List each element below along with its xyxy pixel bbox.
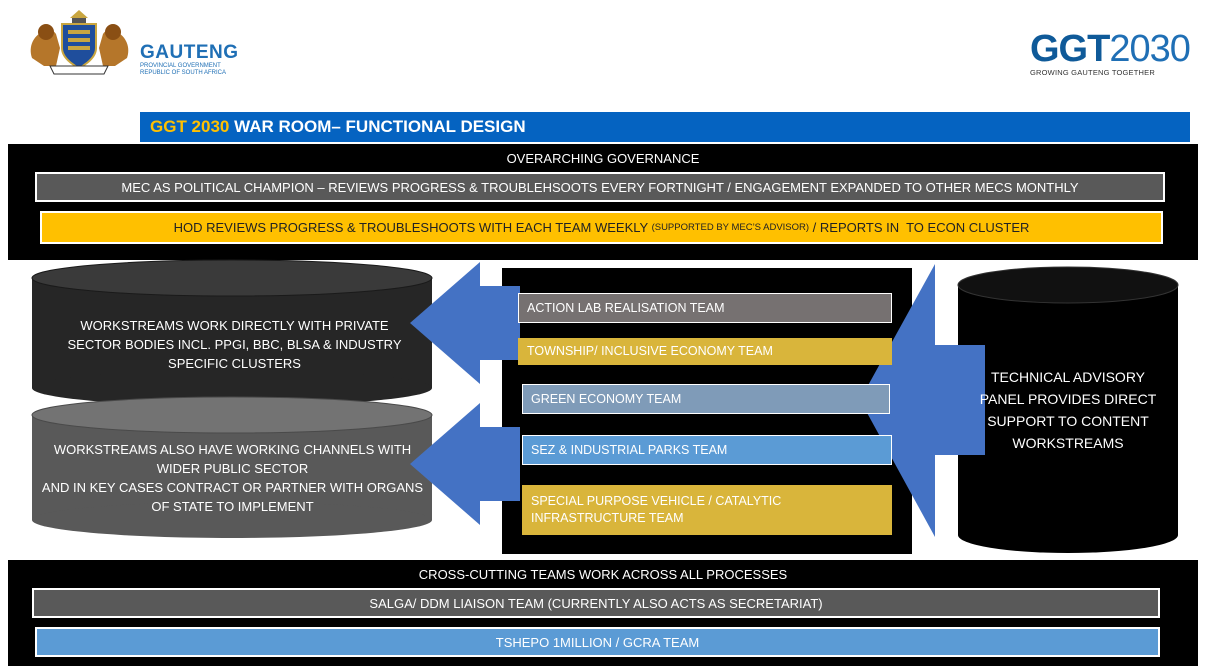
public-sector-cylinder — [31, 396, 433, 538]
brand-tagline: GROWING GAUTENG TOGETHER — [1030, 68, 1155, 77]
title-text: WAR ROOM– FUNCTIONAL DESIGN — [229, 117, 526, 136]
private-sector-text: WORKSTREAMS WORK DIRECTLY WITH PRIVATE S… — [67, 318, 402, 371]
gauteng-logo: GAUTENG PROVINCIAL GOVERNMENT REPUBLIC O… — [22, 8, 272, 78]
mec-champion-bar: MEC AS POLITICAL CHAMPION – REVIEWS PROG… — [35, 172, 1165, 202]
arrow-from-technical-panel — [860, 264, 985, 537]
cross-cutting-heading: CROSS-CUTTING TEAMS WORK ACROSS ALL PROC… — [418, 566, 788, 582]
salga-team-bar: SALGA/ DDM LIAISON TEAM (CURRENTLY ALSO … — [32, 588, 1160, 618]
team-green-economy: GREEN ECONOMY TEAM — [522, 384, 890, 414]
team-action-lab: ACTION LAB REALISATION TEAM — [518, 293, 892, 323]
org-subtitle-1: PROVINCIAL GOVERNMENT — [140, 63, 221, 69]
brand-main: GGT — [1030, 28, 1110, 70]
brand-year: 2030 — [1109, 28, 1191, 70]
title-prefix: GGT 2030 — [150, 117, 230, 136]
public-sector-text-1: WORKSTREAMS ALSO HAVE WORKING CHANNELS W… — [53, 442, 412, 476]
team-spv: SPECIAL PURPOSE VEHICLE / CATALYTIC INFR… — [522, 485, 892, 535]
governance-heading: OVERARCHING GOVERNANCE — [506, 150, 700, 166]
arrow-to-public-sector — [410, 403, 520, 525]
title-bar: GGT 2030 WAR ROOM– FUNCTIONAL DESIGN — [140, 112, 1190, 142]
hod-text-1: HOD REVIEWS PROGRESS & TROUBLESHOOTS WIT… — [173, 220, 652, 235]
technical-panel-text: TECHNICAL ADVISORY PANEL PROVIDES DIRECT… — [979, 369, 1157, 451]
team-township: TOWNSHIP/ INCLUSIVE ECONOMY TEAM — [518, 338, 892, 365]
team-sez: SEZ & INDUSTRIAL PARKS TEAM — [522, 435, 892, 465]
hod-text-small: (SUPPORTED BY MEC’S ADVISOR) — [651, 222, 810, 233]
public-sector-text: WORKSTREAMS ALSO HAVE WORKING CHANNELS W… — [40, 440, 425, 516]
technical-panel-cylinder — [957, 266, 1179, 553]
arrow-to-private-sector — [410, 262, 520, 384]
org-name: GAUTENG — [140, 42, 239, 63]
hod-text-2: / REPORTS IN TO ECON CLUSTER — [809, 220, 1030, 235]
ggt2030-logo: GGT2030 GROWING GAUTENG TOGETHER — [1030, 28, 1191, 80]
public-sector-text-2: AND IN KEY CASES CONTRACT OR PARTNER WIT… — [41, 480, 424, 514]
tshepo-team-bar: TSHEPO 1MILLION / GCRA TEAM — [35, 627, 1160, 657]
private-sector-cylinder — [31, 259, 433, 406]
org-subtitle-2: REPUBLIC OF SOUTH AFRICA — [140, 70, 227, 76]
hod-review-bar: HOD REVIEWS PROGRESS & TROUBLESHOOTS WIT… — [40, 211, 1163, 244]
coat-of-arms-icon — [30, 10, 129, 75]
